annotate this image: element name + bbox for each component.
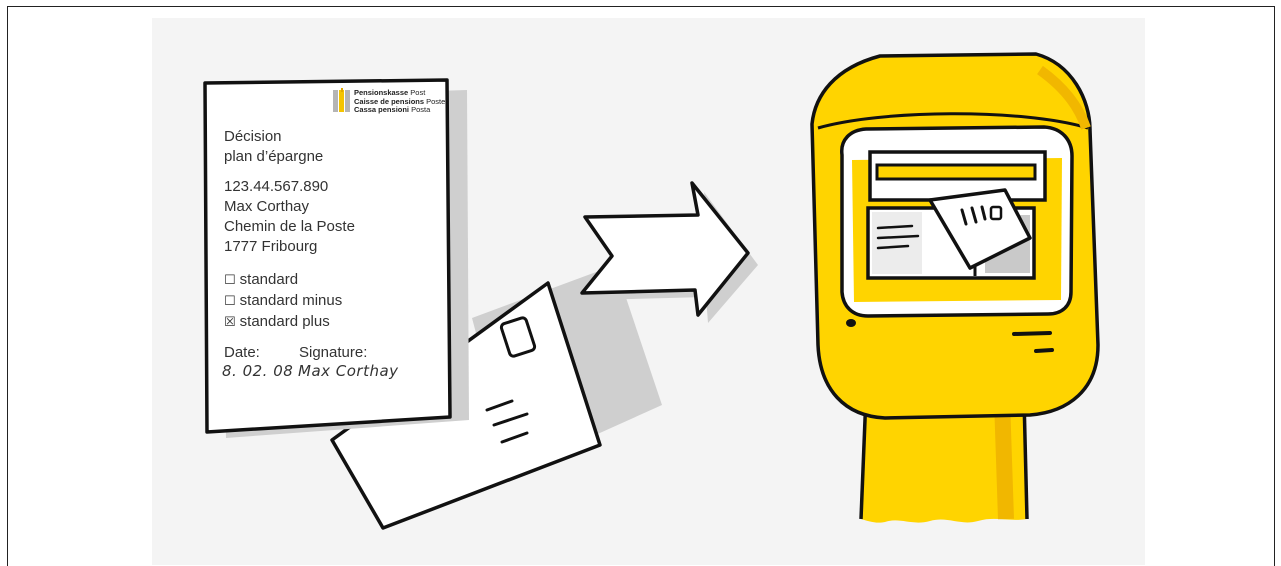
checked-checkbox-icon: ☒ — [224, 315, 236, 330]
checkbox-icon: ☐ — [224, 294, 236, 309]
options-list: ☐ standard ☐ standard minus ☒ standard plus — [224, 270, 342, 333]
logo-bar-yellow — [339, 90, 344, 112]
logo-line3-bold: Cassa pensioni — [354, 105, 409, 114]
option-standard: ☐ standard — [224, 270, 342, 291]
city: 1777 Fribourg — [224, 237, 355, 257]
street: Chemin de la Poste — [224, 217, 355, 237]
title-line2: plan d’épargne — [224, 147, 323, 167]
document-title: Décision plan d’épargne — [224, 127, 323, 167]
mailbox-icon — [812, 54, 1098, 523]
recipient-name: Max Corthay — [224, 197, 355, 217]
signature-label: Signature: — [299, 343, 367, 363]
option-label: standard — [240, 271, 298, 288]
logo-bar-gray — [333, 90, 338, 112]
account-number: 123.44.567.890 — [224, 177, 355, 197]
option-standard-plus: ☒ standard plus — [224, 312, 342, 333]
handwritten-date: 8. 02. 08 — [222, 362, 293, 380]
logo-bar-gray — [345, 90, 350, 112]
logo-text: Pensionskasse Post Caisse de pensions Po… — [354, 89, 445, 115]
option-label: standard plus — [240, 313, 330, 330]
title-line1: Décision — [224, 127, 323, 147]
option-standard-minus: ☐ standard minus — [224, 291, 342, 312]
address-block: 123.44.567.890 Max Corthay Chemin de la … — [224, 177, 355, 257]
date-label: Date: — [224, 343, 260, 363]
checkbox-icon: ☐ — [224, 273, 236, 288]
logo-line3-rest: Posta — [409, 105, 430, 114]
handwritten-signature: Max Corthay — [298, 362, 399, 380]
option-label: standard minus — [240, 292, 343, 309]
